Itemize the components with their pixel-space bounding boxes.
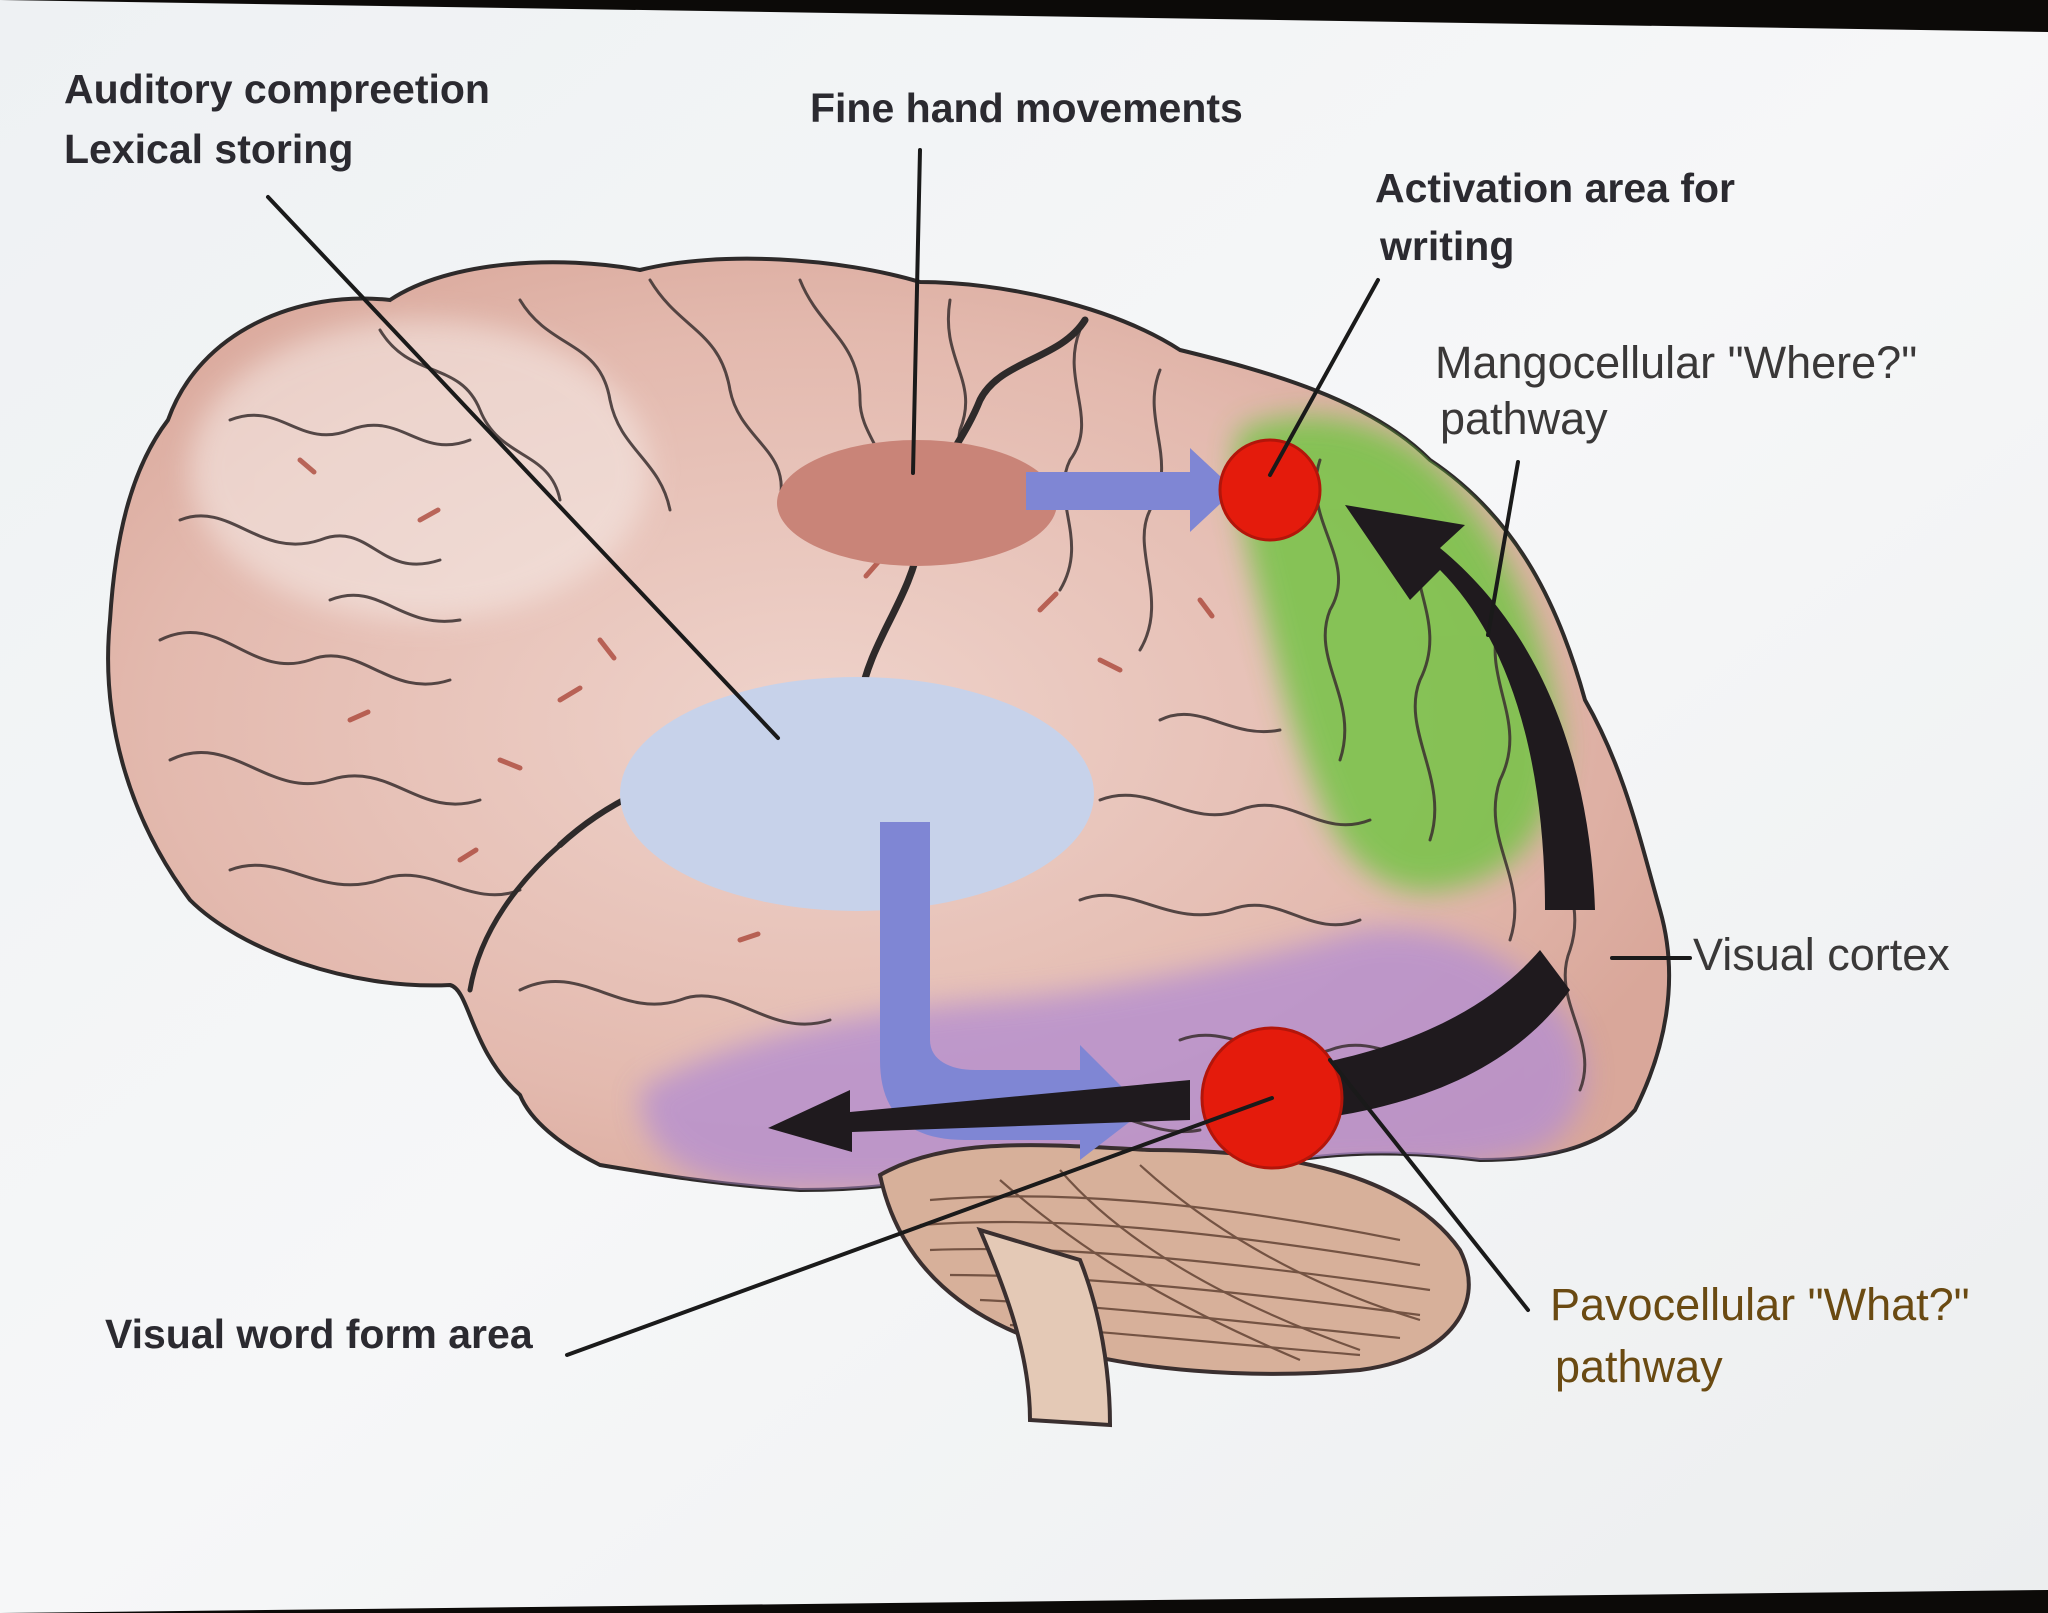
where-pathway-arrow (1345, 505, 1595, 910)
auditory-to-word-form-arrow (862, 822, 1145, 1160)
fine-hand-label: Fine hand movements (810, 85, 1243, 131)
auditory-region (620, 677, 1094, 911)
auditory-label-line2: Lexical storing (64, 126, 353, 172)
auditory-leader (266, 195, 780, 740)
motor-to-writing-arrow (1026, 448, 1235, 532)
activation-label-line1: Activation area for (1375, 165, 1735, 211)
visual-word-label: Visual word form area (105, 1311, 534, 1357)
fine-hand-region (777, 440, 1057, 566)
mango-label-line1: Mangocellular "Where?" (1435, 337, 1917, 388)
mango-label-line2: pathway (1440, 393, 1608, 444)
where-pathway-region (1235, 416, 1560, 892)
pavo-label-line2: pathway (1555, 1341, 1723, 1392)
frontal-highlight (190, 320, 650, 620)
auditory-label-line1: Auditory compreetion (64, 66, 490, 112)
activation-label-line2: writing (1379, 223, 1514, 269)
temporal-fold (467, 842, 563, 993)
visual-word-leader (565, 1096, 1274, 1357)
mango-leader (1486, 460, 1520, 637)
pavo-label-line1: Pavocellular "What?" (1550, 1279, 1970, 1330)
activation-leader (1268, 278, 1380, 477)
leader-lines (266, 148, 1692, 1357)
writing-activation-spot (1218, 438, 1322, 542)
what-pathway-arrow-forward (768, 1080, 1190, 1152)
brainstem (976, 1226, 1113, 1428)
pavo-leader (1328, 1058, 1530, 1312)
visual-cortex-label: Visual cortex (1693, 929, 1950, 980)
fine-hand-leader (911, 148, 922, 475)
